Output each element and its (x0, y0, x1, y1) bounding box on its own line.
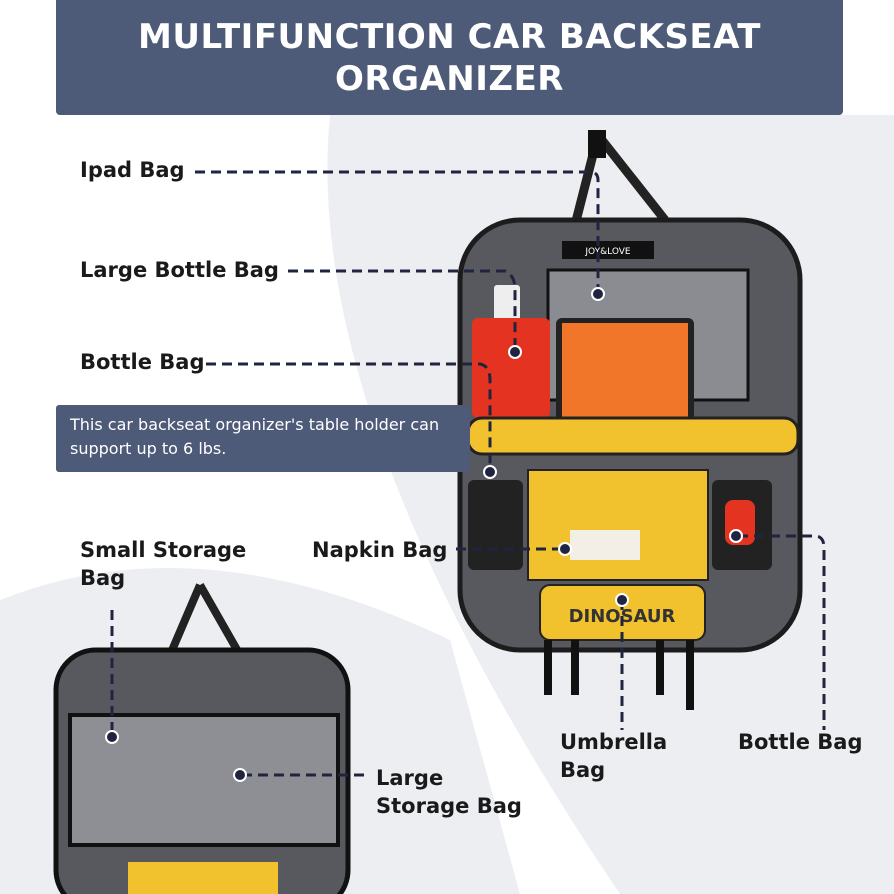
label-small-storage-bag: Small Storage Bag (80, 538, 247, 590)
label-napkin-bag: Napkin Bag (312, 538, 448, 562)
label-large-bottle-bag: Large Bottle Bag (80, 258, 279, 282)
label-bottle-bag-left: Bottle Bag (80, 350, 205, 374)
tray (466, 416, 800, 456)
left-bottle-pocket (468, 480, 523, 570)
dino-bottle (472, 318, 550, 418)
napkin-pocket (527, 469, 709, 581)
svg-text:JOY&LOVE: JOY&LOVE (584, 247, 631, 257)
organizer-main: JOY&LOVE DINOSAUR (457, 130, 803, 710)
brand-tag (562, 241, 654, 259)
organizer-rear (53, 583, 351, 894)
leader-lines (110, 170, 826, 777)
page-title: MULTIFUNCTION CAR BACKSEAT ORGANIZER (138, 16, 761, 99)
label-umbrella-bag: Umbrella Bag (560, 730, 668, 782)
label-bottle-bag-right: Bottle Bag (738, 730, 863, 754)
title-banner: MULTIFUNCTION CAR BACKSEAT ORGANIZER (56, 0, 843, 115)
info-box: This car backseat organizer's table hold… (56, 405, 470, 472)
label-ipad-bag: Ipad Bag (80, 158, 185, 182)
label-large-storage-bag: Large Storage Bag (376, 766, 522, 818)
